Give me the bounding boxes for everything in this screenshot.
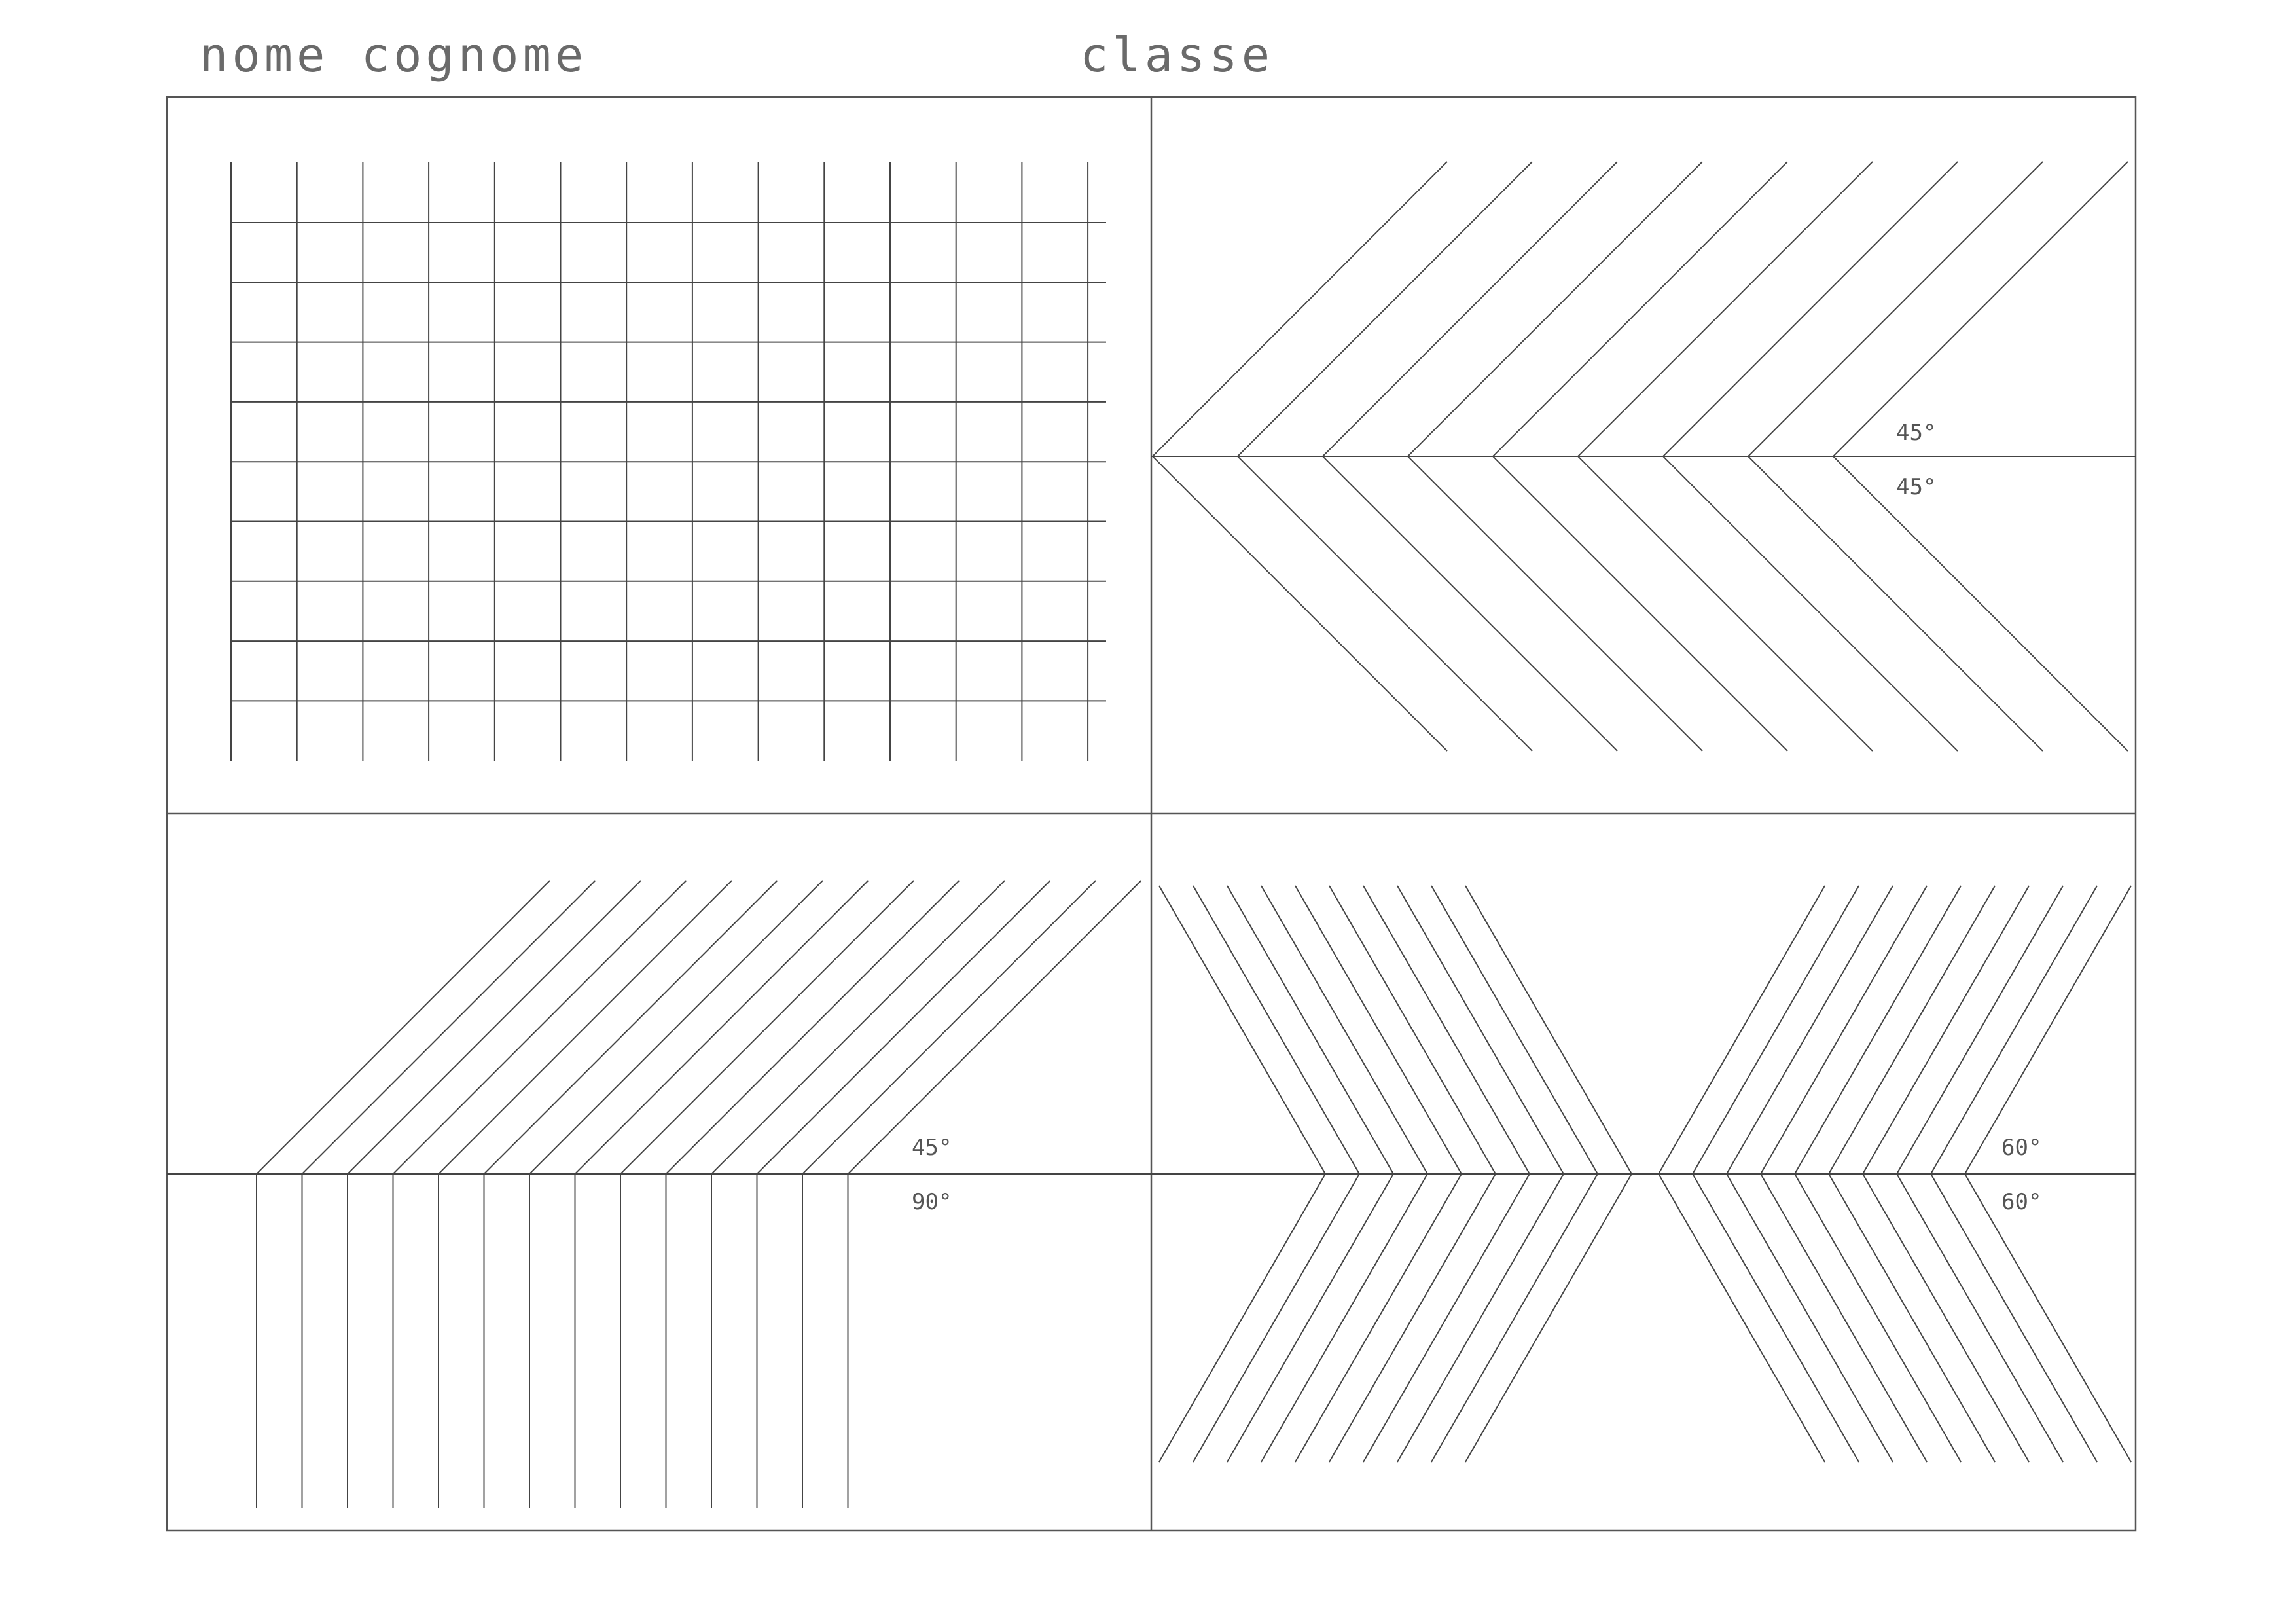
- right-chevron-line: [1227, 885, 1395, 1463]
- right-chevron-line: [1329, 885, 1497, 1463]
- right-chevron-line: [1363, 885, 1531, 1463]
- angle-label-bottom-left-lower: 90°: [912, 1189, 952, 1215]
- angle-label-bottom-right-lower: 60°: [2001, 1189, 2041, 1215]
- left-chevron-line: [1964, 885, 2132, 1463]
- left-chevron-line: [1725, 885, 1893, 1463]
- bent-line: [620, 880, 914, 1508]
- chevron-line: [1407, 161, 1703, 752]
- left-chevron-line: [1759, 885, 1928, 1463]
- left-chevron-line: [1691, 885, 1859, 1463]
- right-chevron-line: [1397, 885, 1565, 1463]
- bent-line: [301, 880, 596, 1508]
- bent-lines-panel: [167, 880, 1151, 1508]
- bent-line: [438, 880, 732, 1508]
- double-chevron-panel: [1151, 885, 2136, 1463]
- chevron-line: [1577, 161, 1873, 752]
- bent-line: [756, 880, 1051, 1508]
- angle-label-top-right-upper: 45°: [1896, 420, 1936, 446]
- angle-label-top-right-lower: 45°: [1896, 474, 1936, 500]
- left-chevron-line: [1657, 885, 1825, 1463]
- bent-line: [802, 880, 1096, 1508]
- grid-panel: [230, 162, 1106, 761]
- bent-line: [574, 880, 869, 1508]
- bent-line: [392, 880, 687, 1508]
- bent-line: [483, 880, 778, 1508]
- bent-line: [711, 880, 1005, 1508]
- chevron-panel: [1151, 161, 2136, 752]
- right-chevron-line: [1158, 885, 1327, 1463]
- chevron-line: [1832, 161, 2128, 752]
- left-chevron-line: [1827, 885, 1996, 1463]
- right-chevron-line: [1193, 885, 1361, 1463]
- bent-line: [256, 880, 550, 1508]
- left-chevron-line: [1793, 885, 1962, 1463]
- chevron-line: [1151, 161, 1448, 752]
- name-surname-label: nome cognome: [200, 27, 588, 82]
- frame: [166, 96, 2137, 1532]
- class-label: classe: [1080, 27, 1274, 82]
- left-chevron-line: [1895, 885, 2064, 1463]
- bent-line: [847, 880, 1142, 1508]
- bent-line: [529, 880, 823, 1508]
- left-chevron-line: [1861, 885, 2030, 1463]
- bent-line: [347, 880, 641, 1508]
- chevron-line: [1492, 161, 1788, 752]
- right-chevron-line: [1295, 885, 1463, 1463]
- chevron-line: [1662, 161, 1958, 752]
- angle-label-bottom-left-upper: 45°: [912, 1135, 952, 1161]
- chevron-line: [1236, 161, 1533, 752]
- chevron-line: [1321, 161, 1618, 752]
- right-chevron-line: [1261, 885, 1429, 1463]
- chevron-line: [1747, 161, 2043, 752]
- left-chevron-line: [1929, 885, 2098, 1463]
- right-chevron-line: [1431, 885, 1599, 1463]
- angle-label-bottom-right-upper: 60°: [2001, 1135, 2041, 1161]
- right-chevron-line: [1465, 885, 1633, 1463]
- bent-line: [665, 880, 960, 1508]
